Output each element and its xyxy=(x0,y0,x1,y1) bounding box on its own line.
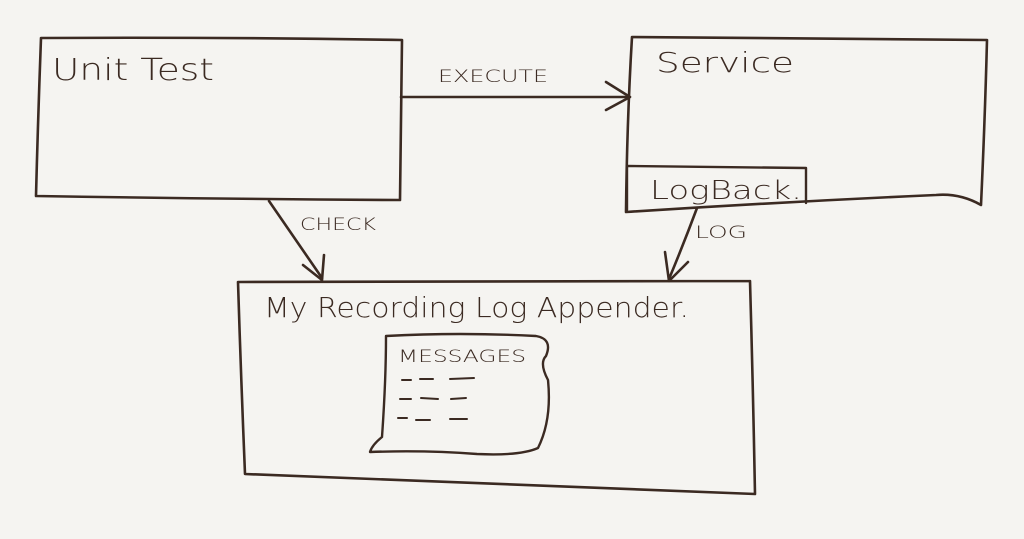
log-arrow-line xyxy=(667,206,699,281)
message-line xyxy=(401,377,475,381)
execute-arrow-head xyxy=(604,80,632,112)
appender-label: My Recording Log Appender. xyxy=(264,291,689,324)
service-label: Service xyxy=(656,46,794,79)
message-line xyxy=(399,397,467,400)
appender-node: My Recording Log Appender. MESSAGES xyxy=(236,279,757,496)
logback-box xyxy=(625,164,808,212)
check-label: CHECK xyxy=(300,215,376,235)
unit-test-node: Unit Test xyxy=(34,36,404,202)
check-arrow-head xyxy=(301,253,326,282)
logback-label: LogBack. xyxy=(650,176,802,206)
check-edge: CHECK xyxy=(267,199,376,282)
execute-label: EXECUTE xyxy=(438,67,548,87)
check-arrow-line xyxy=(267,199,324,280)
log-edge: LOG xyxy=(663,206,747,283)
messages-label: MESSAGES xyxy=(398,347,526,367)
message-lines xyxy=(397,377,475,421)
unit-test-box xyxy=(34,36,404,202)
message-line xyxy=(397,417,468,421)
messages-scroll-outline xyxy=(368,332,551,456)
unit-test-label: Unit Test xyxy=(52,53,214,88)
appender-box xyxy=(236,279,757,496)
service-box xyxy=(624,35,989,214)
service-node: Service LogBack. xyxy=(624,35,989,214)
log-arrow-head xyxy=(663,250,690,283)
log-label: LOG xyxy=(695,223,747,243)
execute-edge: EXECUTE xyxy=(399,67,632,112)
